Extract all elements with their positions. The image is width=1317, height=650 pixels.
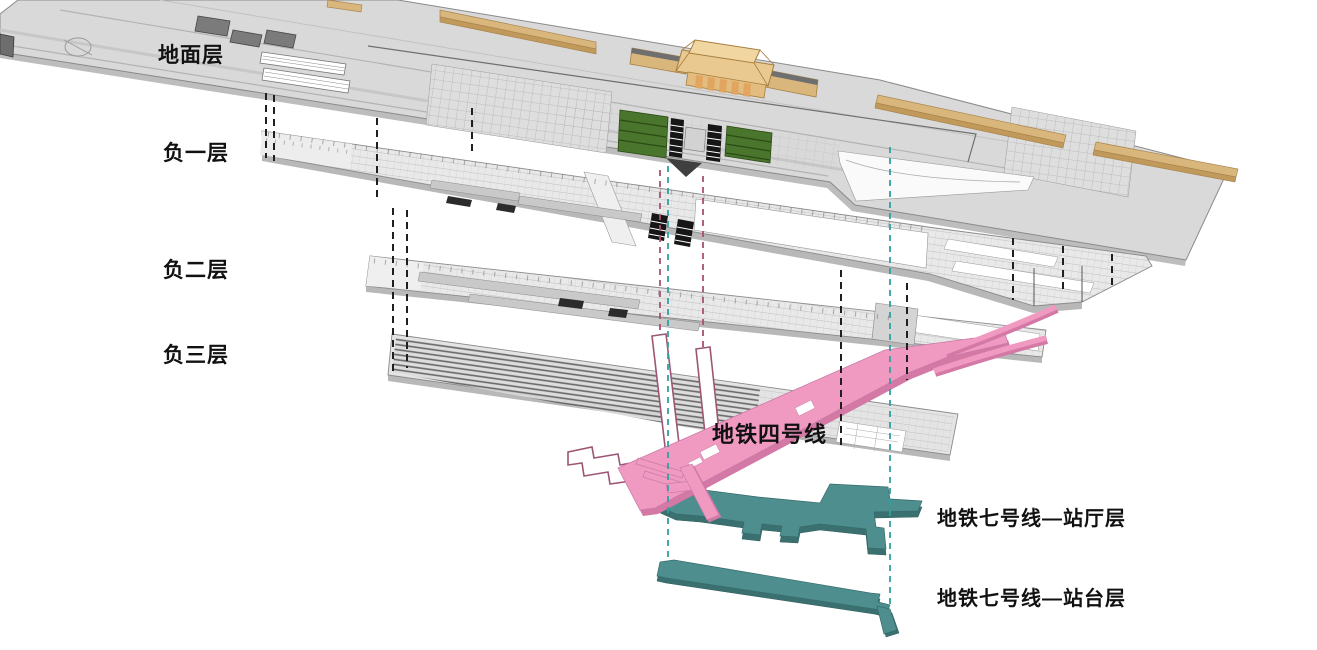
basement2-slab — [365, 255, 1047, 363]
garden-left — [617, 109, 669, 159]
garden-right — [724, 125, 773, 164]
line4-tracks — [933, 304, 1059, 377]
ancillary-buildings — [194, 15, 297, 49]
small-building — [0, 33, 15, 58]
label-basement1: 负一层 — [163, 142, 229, 165]
roundabout — [63, 37, 93, 57]
line7-platform-slab — [656, 559, 900, 638]
platform-canopies — [259, 51, 351, 94]
label-metro-line7-concourse: 地铁七号线—站厅层 — [937, 508, 1126, 530]
label-metro-line7-platform: 地铁七号线—站台层 — [937, 588, 1126, 610]
station-house — [629, 39, 819, 99]
escalator-keys — [648, 213, 694, 247]
label-ground-level: 地面层 — [158, 44, 224, 67]
basement1-slab — [260, 130, 1153, 313]
line4-structure — [617, 304, 1059, 523]
label-basement3: 负三层 — [163, 344, 229, 367]
tan-walls — [326, 0, 1239, 183]
label-metro-line4: 地铁四号线 — [712, 422, 828, 447]
label-basement2: 负二层 — [163, 259, 229, 282]
entrance-stairs — [666, 118, 722, 177]
reference-lines — [265, 93, 1113, 608]
ground-level-slab — [0, 0, 1239, 266]
line7-concourse-slab — [655, 483, 923, 556]
